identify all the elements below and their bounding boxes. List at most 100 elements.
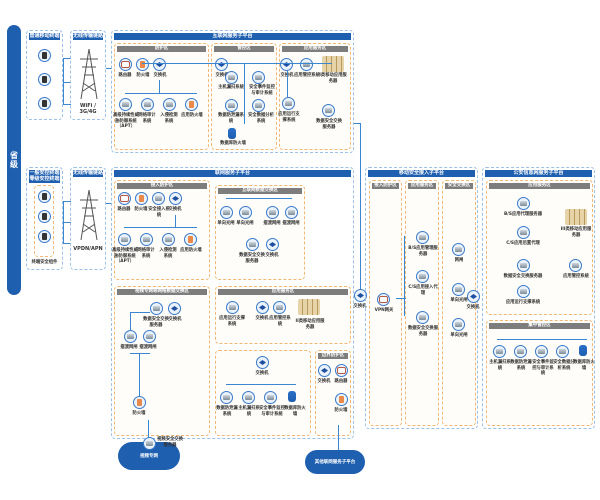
server-icon: [140, 233, 153, 246]
private-exchange-zone: 视频专网等网络数据交换区 数据安全交换服务器 交换机 摆渡网闸 摆渡网闸 防火墙: [114, 286, 210, 436]
control-zone: 管控区 交换机 主机漏扫系统 安全事件监控与审计系统 数据防泄漏系统 安全数据分…: [211, 43, 277, 150]
server-icon: [517, 197, 530, 210]
transmission-tower-icon: [80, 49, 98, 99]
server-icon: [252, 71, 265, 84]
label: 应用防火墙: [180, 248, 202, 253]
gateway-icon: [452, 283, 465, 296]
label: 防火墙: [132, 411, 146, 416]
label: 路由器: [334, 379, 348, 384]
label: 入侵检测系统: [160, 113, 178, 124]
gateway-icon: [124, 330, 137, 343]
switch-icon: [467, 290, 480, 303]
label: 主机漏扫系统: [218, 85, 244, 90]
switch-icon: [256, 301, 269, 314]
server-icon: [416, 231, 429, 244]
server-icon: [163, 98, 176, 111]
server-icon: [162, 233, 175, 246]
switch-icon: [354, 289, 367, 302]
label: 交换机: [353, 304, 367, 309]
gateway-icon: [143, 330, 156, 343]
mobile-exchange-col: 安全交换区: [442, 180, 476, 426]
firewall-icon: [133, 396, 146, 409]
border-zone-title: 边界防护区: [318, 353, 348, 359]
protection-zone-title: 防护区: [117, 46, 206, 52]
switch-icon: [168, 302, 181, 315]
server-icon: [246, 238, 259, 251]
label: 安全数据分析系统: [248, 113, 274, 124]
label: 交换机: [255, 316, 269, 321]
switch-icon: [169, 192, 182, 205]
top-terminals-header: 普通移动终端: [29, 33, 60, 40]
transmission-tower-icon: [80, 190, 98, 240]
label: 数据安全交换服务器: [143, 317, 169, 328]
label: 应用运行支撑系统: [219, 316, 245, 327]
access-protection-zone: 接入防护区 路由器 防火墙 安全接入系统 交换机 高级持续性威胁防御系统（APT…: [112, 180, 210, 280]
server-icon: [264, 391, 277, 404]
router-icon: [119, 58, 132, 71]
label: C/S应用接入代理: [408, 285, 438, 296]
top-wireless-label: WiFi / 3G/4G: [79, 103, 97, 115]
server-cluster-icon: [298, 299, 320, 315]
networking-mgmt-zone: 交换机 数据防泄漏系统 主机漏扫系统 安全事件监控与审计系统 数据库防火墙: [215, 350, 311, 436]
server-icon: [300, 58, 313, 71]
networking-platform-header: 联网服务子平台: [114, 170, 351, 177]
gateway-icon: [220, 206, 233, 219]
bottom-wireless-label: VPDN/APN: [73, 246, 103, 252]
label: 应用运行支撑系统: [278, 112, 300, 123]
top-wireless-panel: 无线传输链路 WiFi / 3G/4G: [70, 30, 106, 120]
label: 摆渡网闸: [263, 221, 281, 226]
server-icon: [556, 345, 569, 358]
switch-icon: [256, 356, 269, 369]
database-icon: [228, 128, 236, 139]
switch-icon: [215, 58, 228, 71]
server-icon: [150, 302, 163, 315]
label: 单向光闸: [450, 298, 468, 303]
label: 防火墙: [136, 73, 150, 78]
label: 网络审计系统: [137, 248, 155, 259]
switch-icon: [280, 58, 293, 71]
switch-icon: [153, 58, 166, 71]
secure-access-icon: [152, 192, 165, 205]
gateway-icon: [452, 243, 465, 256]
gateway-icon: [239, 206, 252, 219]
col-title: 安全交换区: [445, 183, 473, 189]
server-icon: [517, 226, 530, 239]
label: 交换机: [168, 317, 182, 322]
label: 路由器: [118, 73, 132, 78]
label: 安全数据分析系统: [553, 360, 575, 371]
label: 数据安全交换服务器: [503, 274, 543, 279]
label: 安全事件监控与审计系统: [259, 406, 285, 417]
label: 高级持续性威胁防御系统（APT）: [113, 113, 139, 129]
server-icon: [252, 99, 265, 112]
label: 交换机: [317, 379, 331, 384]
server-icon: [118, 233, 131, 246]
police-mgmt-zone: 集中管控区 主机漏扫系统 数据防泄漏系统 安全事件监控与审计系统 安全数据分析系…: [486, 320, 595, 426]
mobile-app-col: 应用服务区: [405, 180, 439, 426]
server-icon: [416, 270, 429, 283]
mobile-access-header: 移动安全接入子平台: [368, 170, 475, 177]
globe-firewall-icon: [184, 233, 197, 246]
col-title: 应用服务区: [408, 183, 436, 189]
label: 安全事件监控与审计系统: [532, 360, 554, 376]
label: 单向光闸: [217, 221, 235, 226]
top-wireless-header: 无线传输链路: [73, 33, 104, 40]
label: 单向光闸: [236, 221, 254, 226]
server-icon: [242, 391, 255, 404]
app-service-zone-title: 应用服务区: [282, 46, 348, 52]
label: 入侵检测系统: [159, 248, 177, 259]
top-terminals-panel: 普通移动终端: [26, 30, 63, 120]
police-net-header: 公安信息网服务子平台: [485, 170, 592, 177]
label: 网闸: [454, 258, 464, 263]
label: 交换机: [168, 207, 182, 212]
label: 安全事件监控与审计系统: [249, 85, 275, 96]
border-protection-zone: 边界防护区 交换机 路由器 防火墙: [315, 350, 351, 436]
label: 应用运行支撑系统: [505, 300, 541, 305]
firewall-icon: [135, 192, 148, 205]
label: 数据防泄漏系统: [216, 406, 238, 417]
other-platforms-cloud: 其他联网服务子平台: [305, 450, 365, 474]
gateway-icon: [266, 206, 279, 219]
tablet-icon: [38, 210, 51, 223]
networking-app-zone: 应用服务区 应用运行支撑系统 交换机 应用管控系统 II类移动应用服务器: [215, 286, 351, 344]
label: III类移动应用服务器: [560, 227, 592, 238]
label: 数据防泄漏系统: [510, 360, 532, 371]
